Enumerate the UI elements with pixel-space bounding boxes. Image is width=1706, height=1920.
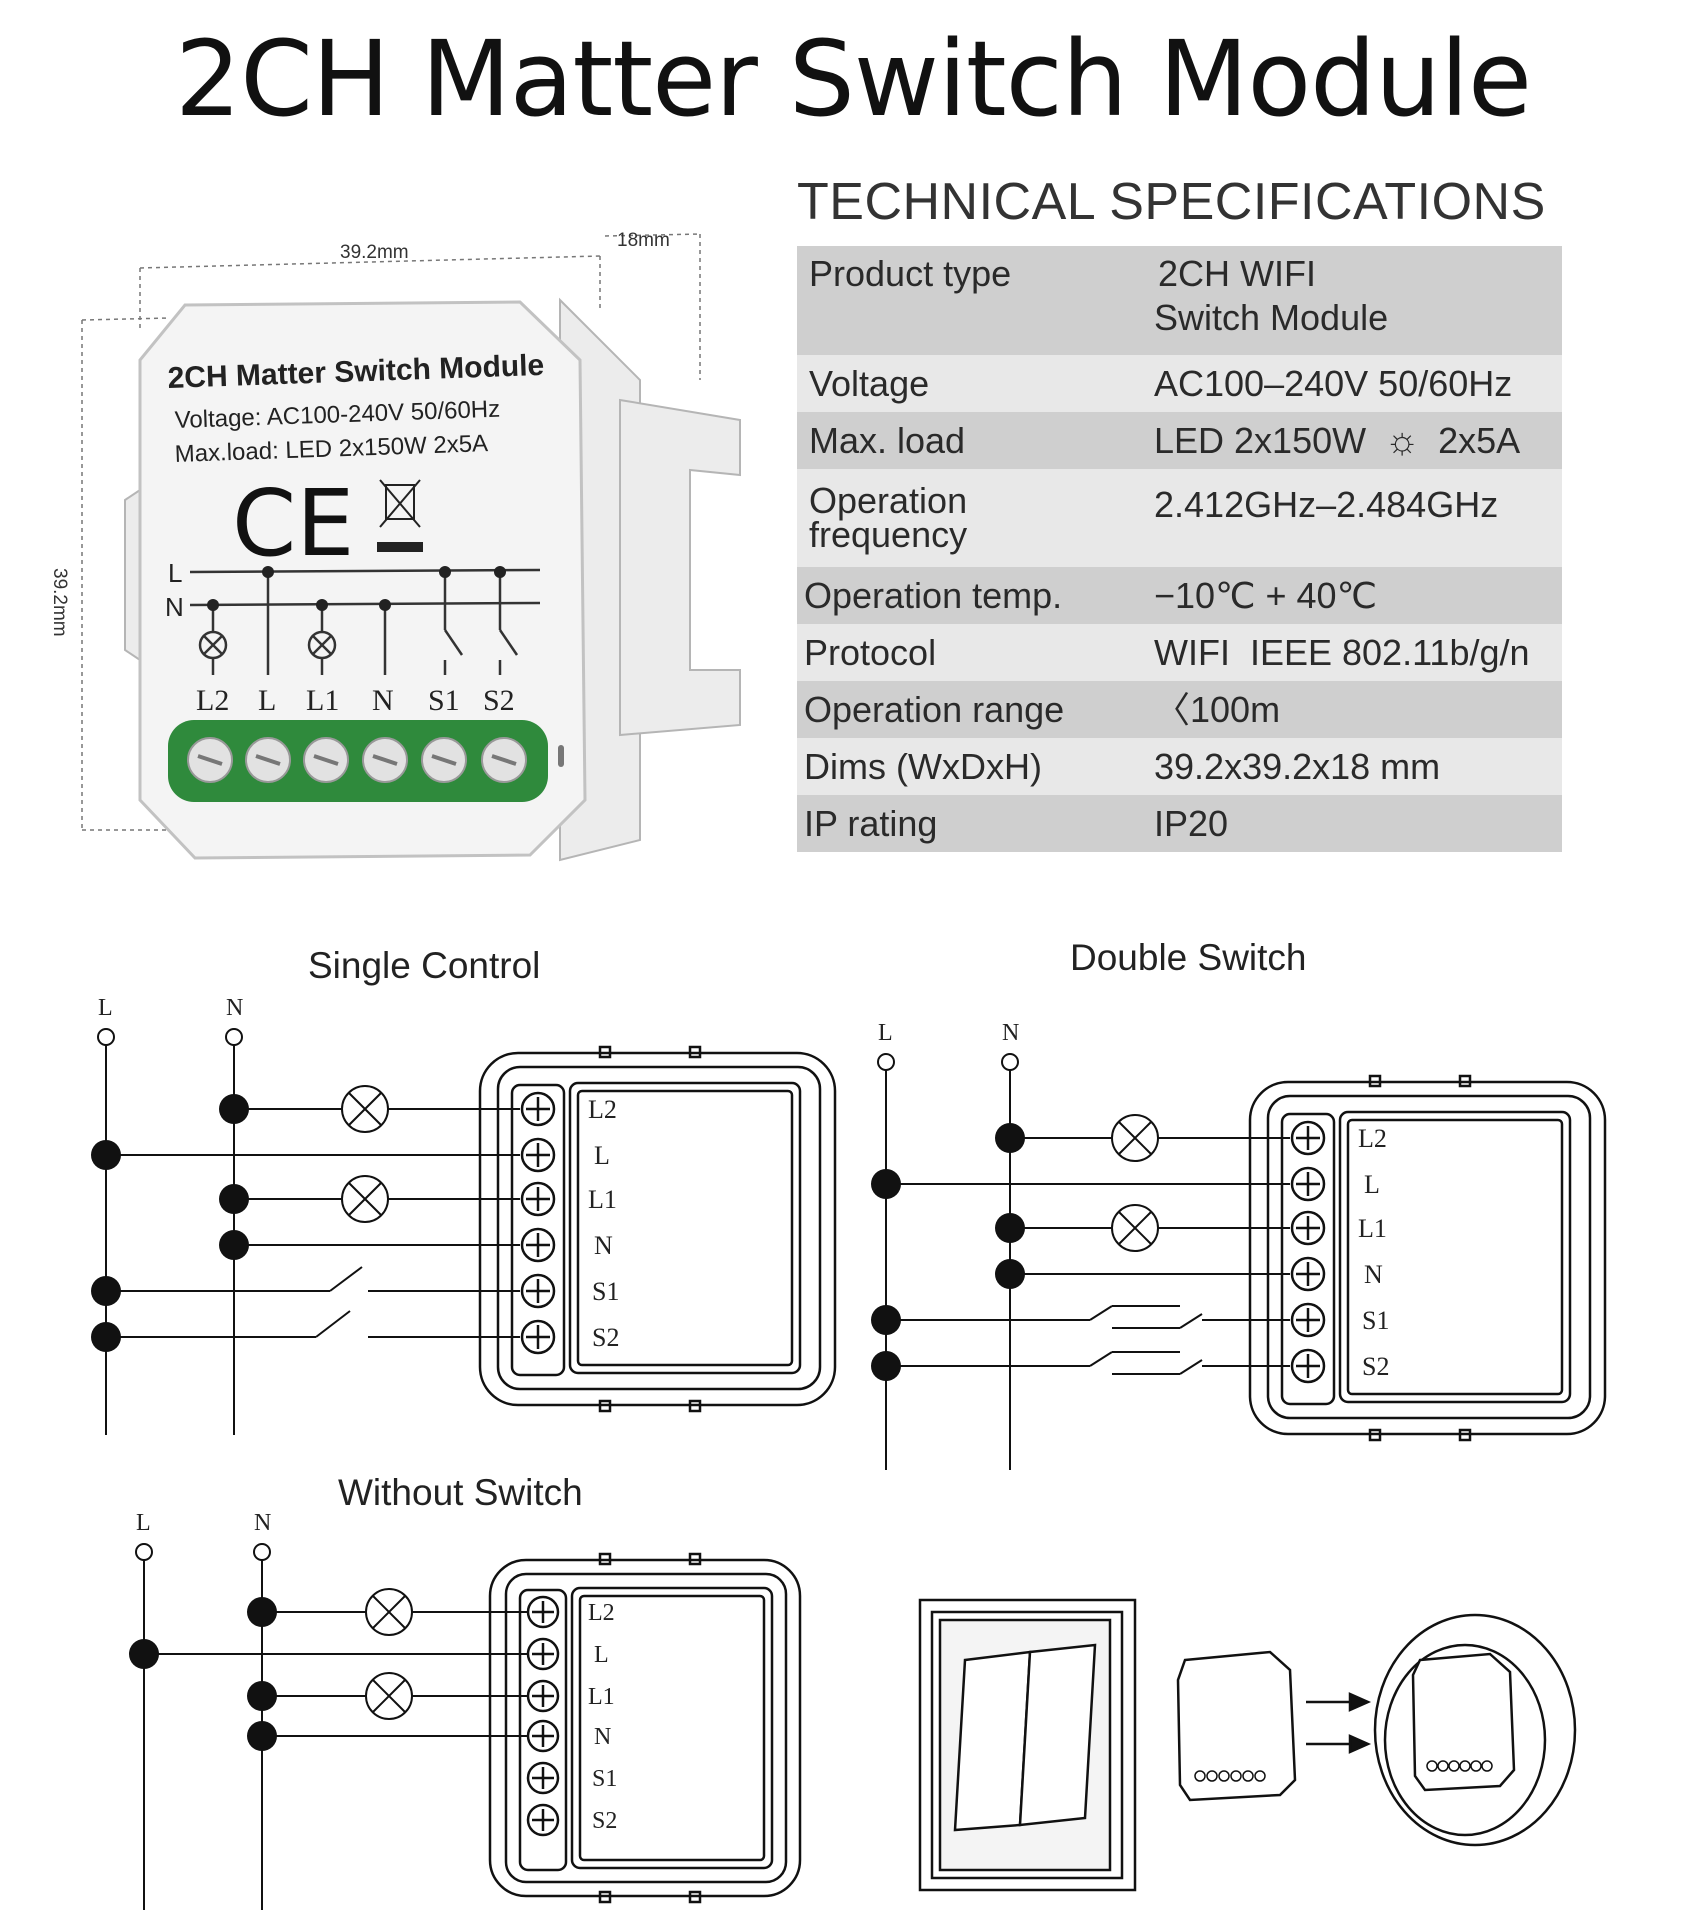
terminal-label: S2 <box>592 1808 617 1834</box>
terminal-label: L2 <box>588 1095 617 1124</box>
module-terminal-label: L1 <box>306 684 339 717</box>
spec-label: Operation <box>809 480 968 521</box>
module-body <box>138 300 587 860</box>
spec-value: LED 2x150W <box>1154 419 1367 461</box>
module-small <box>1176 1650 1297 1802</box>
wall-box <box>1373 1613 1577 1847</box>
ce-mark: CE <box>232 470 354 577</box>
module-line-N: N <box>165 592 184 622</box>
terminal-label: L <box>594 1642 609 1668</box>
terminal-screws <box>520 1091 556 1355</box>
insert-arrows <box>1306 1692 1372 1754</box>
spec-row-temp: Operation temp. −10℃ + 40℃ <box>797 567 1562 624</box>
dim-height-label: 39.2mm <box>49 568 70 637</box>
installation-illustration <box>918 1598 1577 1892</box>
double-switch-diagram: L N L2 L L1 N S1 S2 <box>871 1020 1607 1470</box>
double-switch-title: Double Switch <box>1070 937 1307 978</box>
terminal-label: N <box>594 1724 611 1750</box>
spec-label: frequency <box>809 514 968 555</box>
bulb-icon: ☼ <box>1384 419 1420 462</box>
spec-table: Product type 2CH WIFI Switch Module Volt… <box>797 246 1562 852</box>
terminal-label: S1 <box>592 1277 619 1306</box>
terminal-label: L1 <box>588 1185 617 1214</box>
terminal-label: L1 <box>1358 1214 1387 1243</box>
single-control-diagram: L N L2 L L1 N S1 S2 <box>91 995 837 1435</box>
module-terminal-label: S2 <box>483 684 515 717</box>
spec-value: Switch Module <box>1154 297 1389 338</box>
module-terminal-label: S1 <box>428 684 460 717</box>
spec-row-product-type: Product type 2CH WIFI Switch Module <box>797 246 1562 355</box>
spec-row-max-load: Max. load LED 2x150W ☼ 2x5A <box>797 412 1562 469</box>
spec-value: IP20 <box>1154 802 1229 844</box>
module-circuit-dots <box>207 566 506 611</box>
terminal-label: L <box>594 1141 610 1170</box>
spec-label: Operation range <box>804 688 1065 730</box>
spec-label: IP rating <box>804 802 938 844</box>
spec-heading: TECHNICAL SPECIFICATIONS <box>797 173 1546 231</box>
terminal-label: N <box>594 1231 613 1260</box>
bus-N-label: N <box>1002 1020 1019 1046</box>
wall-box-terminals <box>1426 1760 1493 1772</box>
terminal-screws <box>1290 1120 1326 1384</box>
spec-label: Voltage <box>809 362 930 404</box>
terminal-label: L <box>1364 1170 1380 1199</box>
module-line-L: L <box>168 558 182 588</box>
spec-label: Dims (WxDxH) <box>804 745 1042 787</box>
without-switch-diagram: L N L2 L L1 N S1 S2 <box>129 1510 802 1910</box>
terminal-screws <box>187 737 527 783</box>
bus-N-label: N <box>226 995 243 1021</box>
spec-value: 2.412GHz–2.484GHz <box>1154 484 1499 525</box>
terminal-label: S2 <box>1362 1352 1389 1381</box>
terminal-screws <box>526 1595 560 1837</box>
spec-row-range: Operation range 〈100m <box>797 681 1562 738</box>
spec-value: WIFI IEEE 802.11b/g/n <box>1154 631 1530 673</box>
bus-N-label: N <box>254 1510 271 1536</box>
spec-value: 〈100m <box>1154 688 1281 730</box>
module-terminal-label: N <box>372 684 394 717</box>
bus-L-label: L <box>878 1020 893 1046</box>
bus-L-label: L <box>98 995 113 1021</box>
crossed-bin-icon <box>377 479 423 552</box>
dim-depth-label: 18mm <box>617 230 670 251</box>
terminal-label: L2 <box>1358 1124 1387 1153</box>
spec-row-dims: Dims (WxDxH) 39.2x39.2x18 mm <box>797 738 1562 795</box>
spec-value: AC100–240V 50/60Hz <box>1154 362 1513 404</box>
dim-width-label: 39.2mm <box>340 242 409 263</box>
spec-row-voltage: Voltage AC100–240V 50/60Hz <box>797 355 1562 412</box>
indicator-slot <box>558 745 564 767</box>
module-terminal-label: L <box>258 684 276 717</box>
spec-value: 2CH WIFI <box>1158 253 1316 294</box>
spec-value: 39.2x39.2x18 mm <box>1154 745 1441 787</box>
spec-row-protocol: Protocol WIFI IEEE 802.11b/g/n <box>797 624 1562 681</box>
terminal-label: S1 <box>1362 1306 1389 1335</box>
product-illustration: 39.2mm 18mm 39.2mm 2CH Matter Switch Mod… <box>49 230 741 862</box>
spec-row-ip: IP rating IP20 <box>797 795 1562 852</box>
spec-value: −10℃ + 40℃ <box>1154 574 1377 616</box>
bus-L-label: L <box>136 1510 151 1536</box>
spec-label: Operation temp. <box>804 574 1063 616</box>
module-terminal-label: L2 <box>196 684 229 717</box>
spec-value: 2x5A <box>1438 419 1521 461</box>
spec-label: Protocol <box>804 631 937 673</box>
without-switch-title: Without Switch <box>338 1472 583 1513</box>
spec-label: Product type <box>809 253 1012 294</box>
terminal-label: N <box>1364 1260 1383 1289</box>
spec-label: Max. load <box>809 419 966 461</box>
module-circuit <box>189 568 541 675</box>
terminal-label: L2 <box>588 1600 615 1626</box>
terminal-label: S2 <box>592 1323 619 1352</box>
module-small-terminals <box>1194 1770 1266 1782</box>
page-title: 2CH Matter Switch Module <box>175 18 1532 140</box>
terminal-label: L1 <box>588 1684 615 1710</box>
wall-switch <box>918 1598 1137 1892</box>
single-control-title: Single Control <box>308 945 541 986</box>
terminal-label: S1 <box>592 1766 617 1792</box>
